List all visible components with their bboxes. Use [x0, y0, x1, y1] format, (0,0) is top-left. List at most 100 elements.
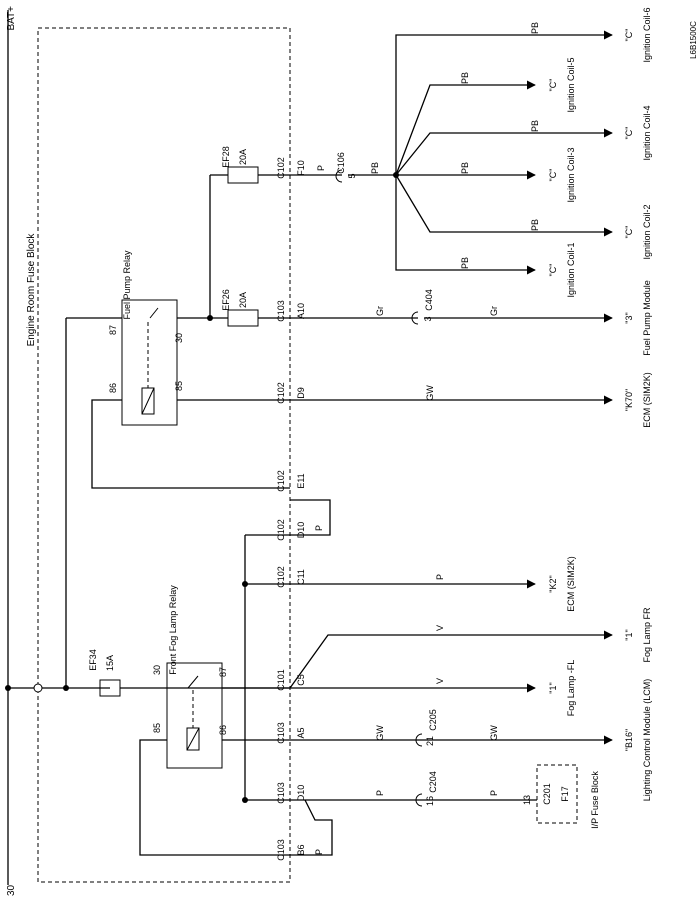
fuel-relay-switch	[149, 307, 159, 319]
f17-wire-color-1: P	[375, 790, 385, 796]
fuel-relay-pin-87: 87	[108, 325, 118, 335]
fog-fr-wire	[289, 630, 613, 689]
c106-inline-connector	[335, 169, 343, 183]
c205-name: C205	[428, 709, 438, 731]
c102-d9-pin: D9	[296, 387, 306, 399]
k70-ecm-ref: "K70"	[624, 389, 634, 411]
coil5-wire	[395, 80, 536, 176]
f17-wire-color-2: P	[489, 790, 499, 796]
f17-pin: 13	[522, 795, 532, 805]
fuel-pump-module-name: Fuel Pump Module	[642, 280, 652, 356]
coil5-destination: "C" Ignition Coil-5	[548, 57, 576, 112]
b16-lcm-destination: "B16" Lighting Control Module (LCM)	[624, 679, 652, 802]
fog-fl-destination: "1" Fog Lamp -FL	[548, 660, 576, 717]
fog-relay-pin-86: 86	[218, 725, 228, 735]
coil4-wire	[395, 128, 613, 176]
coil5-wire-color: PB	[460, 72, 470, 84]
f17-name: F17	[560, 786, 570, 802]
ef26-rating: 20A	[238, 292, 248, 308]
fuse-block-border	[37, 27, 291, 883]
fog-relay-title: Front Fog Lamp Relay	[168, 585, 178, 675]
coil3-destination: "C" Ignition Coil-3	[548, 147, 576, 202]
c205-inline-connector	[415, 733, 423, 747]
coil4-wire-color: PB	[530, 120, 540, 132]
c204-inline-connector	[415, 793, 423, 807]
coil2-name: Ignition Coil-2	[642, 204, 652, 259]
k70-ecm-wire-color: GW	[425, 385, 435, 401]
b16-lcm-ref: "B16"	[624, 729, 634, 751]
c102-d10-pin: D10	[296, 522, 306, 539]
coil4-destination: "C" Ignition Coil-4	[624, 105, 652, 160]
coil2-wire	[395, 174, 613, 237]
k2-ecm-wire-color: P	[435, 574, 445, 580]
ef28-name: EF28	[221, 146, 231, 168]
c404-inline-connector	[411, 311, 419, 325]
ef28-wire-color: P	[316, 165, 326, 171]
coil3-ref: "C"	[548, 169, 558, 182]
coil3-wire-color: PB	[460, 162, 470, 174]
coil1-wire	[395, 175, 536, 275]
coil1-destination: "C" Ignition Coil-1	[548, 242, 576, 297]
coil2-destination: "C" Ignition Coil-2	[624, 204, 652, 259]
coil1-name: Ignition Coil-1	[566, 242, 576, 297]
bat-label: BAT+	[6, 6, 17, 31]
fog-fl-ref: "1"	[548, 682, 558, 693]
fuel-relay-pin-85: 85	[174, 381, 184, 391]
fuel-pump-wire-color-2: Gr	[489, 306, 499, 316]
c101-c5-pin: C5	[296, 674, 306, 686]
c102-f10-conn: C102	[276, 157, 286, 179]
coil6-wire-color: PB	[530, 22, 540, 34]
fog-fl-name: Fog Lamp -FL	[566, 660, 576, 717]
f17-connector: C201	[542, 783, 552, 805]
fog-relay-coil-diagonal	[186, 727, 200, 751]
c204-pin: 16	[425, 796, 435, 806]
c103-d10-conn: C103	[276, 782, 286, 804]
coil6-ref: "C"	[624, 29, 634, 42]
c205-pin: 21	[425, 736, 435, 746]
c103-d10-pin: D10	[296, 785, 306, 802]
k70-ecm-name: ECM (SIM2K)	[642, 372, 652, 428]
fog-relay-85-wire	[139, 739, 290, 856]
b16-lcm-name: Lighting Control Module (LCM)	[642, 679, 652, 802]
fuel-relay-coil-diagonal	[141, 387, 155, 415]
c102-d9-conn: C102	[276, 382, 286, 404]
fog-relay-pin-87: 87	[218, 667, 228, 677]
ef26-fuse	[227, 309, 259, 327]
fuel-pump-module-ref: "3"	[624, 312, 634, 323]
fuel-relay-86-wire	[91, 399, 290, 489]
document-code: L6B1500C	[689, 21, 698, 59]
coil4-ref: "C"	[624, 127, 634, 140]
coil1-wire-color: PB	[460, 257, 470, 269]
c106-out-wire-color: PB	[370, 162, 380, 174]
fuse-block-entry-terminal	[33, 683, 43, 693]
fog-fr-destination: "1" Fog Lamp FR	[624, 607, 652, 663]
fuel-pump-wire-color-1: Gr	[375, 306, 385, 316]
fuel-pump-relay-box	[121, 299, 178, 426]
fog-relay-pin-85: 85	[152, 723, 162, 733]
k2-ecm-destination: "K2" ECM (SIM2K)	[548, 556, 576, 612]
bat-node-number: 30	[6, 884, 17, 896]
b16-lcm-wire-color-1: GW	[375, 725, 385, 741]
c103-a10-conn: C103	[276, 300, 286, 322]
fuel-pump-module-destination: "3" Fuel Pump Module	[624, 280, 652, 356]
c102-f10-pin: F10	[296, 160, 306, 176]
c102-e11-pin: E11	[296, 473, 306, 488]
c103-a5-conn: C103	[276, 722, 286, 744]
c102-d10-wire-color: P	[314, 525, 324, 531]
c101-c5-conn: C101	[276, 669, 286, 691]
fuel-relay-pin-86: 86	[108, 383, 118, 393]
coil6-destination: "C" Ignition Coil-6	[624, 7, 652, 62]
fog-fr-name: Fog Lamp FR	[642, 607, 652, 663]
coil5-name: Ignition Coil-5	[566, 57, 576, 112]
ef28-rating: 20A	[238, 149, 248, 165]
fuse-block-title: Engine Room Fuse Block	[26, 233, 37, 347]
c102-e11-conn: C102	[276, 470, 286, 492]
c103-a10-pin: A10	[296, 303, 306, 319]
fog-lamp-relay-box	[166, 662, 223, 769]
ef34-name: EF34	[88, 649, 98, 671]
c102-c11-conn: C102	[276, 566, 286, 588]
c103-b6-loop-wire	[290, 799, 333, 856]
c404-name: C404	[424, 289, 434, 311]
c102-d10-loop-wire	[245, 499, 331, 536]
